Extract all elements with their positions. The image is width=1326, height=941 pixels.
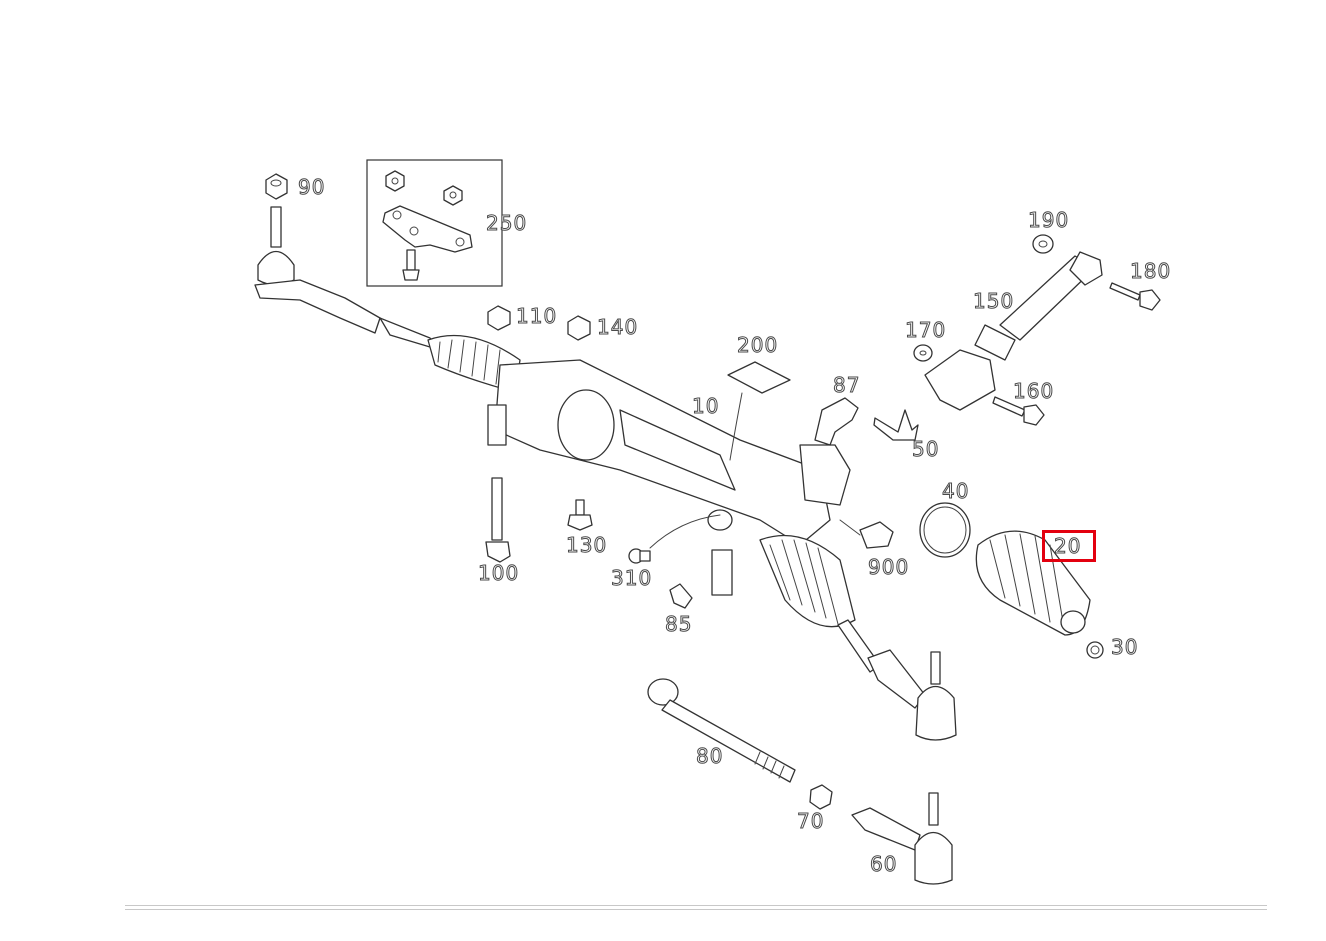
part-190-washer (1032, 234, 1054, 254)
label-part-30[interactable]: 30 (1110, 635, 1139, 659)
label-part-40[interactable]: 40 (941, 479, 970, 503)
part-80-inner-tie-rod (647, 678, 796, 783)
label-part-60[interactable]: 60 (869, 852, 898, 876)
inset-bracket-plate (382, 205, 473, 253)
label-part-170[interactable]: 170 (904, 318, 947, 342)
label-part-87[interactable]: 87 (832, 373, 861, 397)
label-part-70[interactable]: 70 (796, 809, 825, 833)
part-100-bolt (485, 477, 511, 563)
left-tie-rod-end (254, 206, 381, 334)
label-part-85[interactable]: 85 (664, 612, 693, 636)
label-part-10[interactable]: 10 (691, 394, 720, 418)
universal-joint (924, 349, 996, 411)
part-50-clip (873, 409, 919, 441)
part-40-clamp (919, 502, 971, 558)
bottom-divider (125, 905, 1267, 910)
label-part-140[interactable]: 140 (596, 315, 639, 339)
inset-nut-left (385, 170, 405, 192)
label-part-900[interactable]: 900 (867, 555, 910, 579)
inset-bolt (402, 249, 420, 281)
label-part-150[interactable]: 150 (972, 289, 1015, 313)
part-180-bolt (1109, 282, 1161, 311)
label-part-50[interactable]: 50 (911, 437, 940, 461)
part-900-sensor (859, 521, 894, 549)
bracket-kit-inset (366, 159, 503, 287)
label-part-200[interactable]: 200 (736, 333, 779, 357)
part-310-fitting (628, 514, 721, 564)
highlight-box-part-20 (1042, 530, 1096, 562)
label-part-20[interactable]: 20 (1053, 534, 1082, 558)
main-rack-assembly (379, 317, 957, 741)
label-part-90[interactable]: 90 (297, 175, 326, 199)
part-170-washer (913, 344, 933, 362)
part-200-plate (727, 361, 791, 394)
label-part-310[interactable]: 310 (610, 566, 653, 590)
label-part-100[interactable]: 100 (477, 561, 520, 585)
label-part-80[interactable]: 80 (695, 744, 724, 768)
part-20-boot (975, 530, 1091, 636)
part-60-tie-rod-end (851, 792, 953, 885)
part-130-bolt (567, 499, 593, 531)
label-part-250[interactable]: 250 (485, 211, 528, 235)
label-part-190[interactable]: 190 (1027, 208, 1070, 232)
label-part-180[interactable]: 180 (1129, 259, 1172, 283)
part-90-nut (265, 173, 288, 200)
part-30-clamp (1086, 641, 1104, 659)
inset-nut-right (443, 185, 463, 206)
part-70-nut (809, 784, 833, 810)
part-87-cover (814, 397, 859, 446)
part-160-bolt (992, 396, 1045, 426)
part-110-nut (487, 305, 511, 331)
part-140-nut (567, 315, 591, 341)
label-part-110[interactable]: 110 (515, 304, 558, 328)
label-part-160[interactable]: 160 (1012, 379, 1055, 403)
label-part-130[interactable]: 130 (565, 533, 608, 557)
part-85-clip (669, 583, 693, 609)
part-150-shaft (974, 251, 1103, 361)
